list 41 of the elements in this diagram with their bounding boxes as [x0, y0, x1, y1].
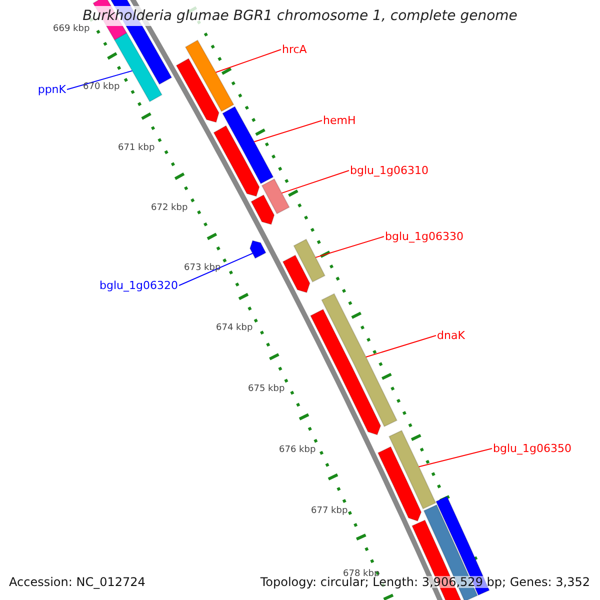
gene-bar [388, 430, 436, 510]
gene-label: ppnK [38, 84, 66, 95]
tick-label: 671 kbp [118, 144, 155, 153]
leader-line [178, 252, 254, 286]
tick-label: 674 kbp [216, 324, 253, 333]
gene-bar [222, 106, 274, 184]
tick-label: 673 kbp [184, 264, 221, 273]
gene-bar [176, 58, 220, 123]
tick-label: 669 kbp [53, 25, 90, 34]
gene-label: bglu_1g06350 [493, 443, 572, 454]
gene-bar [184, 40, 234, 112]
gene-bar [249, 240, 266, 259]
leader-line [66, 70, 133, 90]
leader-line [281, 170, 350, 194]
tick-label: 672 kbp [151, 204, 188, 213]
tick-label: 675 kbp [248, 385, 285, 394]
leader-line [254, 120, 322, 142]
gene-bar [293, 238, 326, 283]
gene-label: bglu_1g06320 [100, 280, 178, 291]
accession-text: Accession: NC_012724 [9, 576, 146, 588]
gene-bar [310, 308, 382, 436]
gene-bar [282, 254, 310, 294]
tick-label: 677 kbp [311, 507, 348, 516]
tick-label: 678 kbp [343, 570, 380, 579]
gene-label: bglu_1g06330 [385, 231, 464, 242]
tick-label: 676 kbp [279, 446, 316, 455]
gene-label: dnaK [437, 330, 465, 341]
gene-bar [321, 293, 398, 428]
genome-info-text: Topology: circular; Length: 3,906,529 bp; Genes: 3,352 [260, 576, 590, 588]
gene-bar [213, 125, 260, 197]
tick-label: 670 kbp [83, 83, 120, 92]
leader-line [366, 335, 436, 358]
gene-bar [377, 446, 422, 522]
leader-line [418, 448, 492, 468]
gene-label: bglu_1g06310 [350, 165, 428, 176]
gene-bar [261, 178, 290, 214]
gene-label: hemH [323, 115, 356, 126]
gene-label: hrcA [282, 44, 307, 55]
gene-bar [250, 194, 275, 226]
leader-line [215, 49, 282, 73]
leader-line [315, 236, 384, 258]
